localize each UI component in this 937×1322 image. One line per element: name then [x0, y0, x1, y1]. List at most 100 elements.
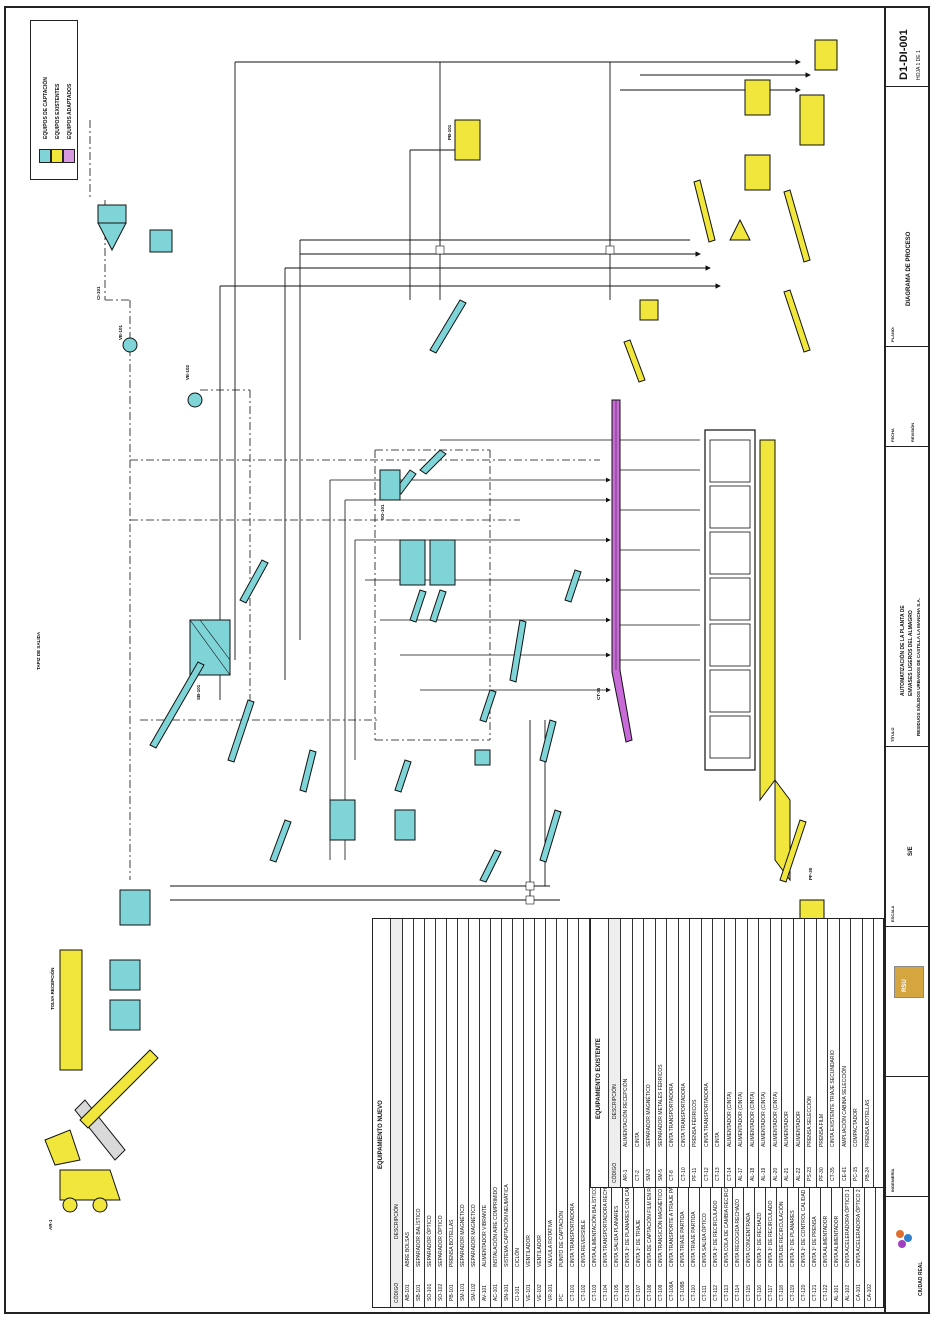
new-equipment-code: CT-117 [768, 1284, 774, 1301]
new-equipment-row: VE-101 VENTILADOR [524, 919, 535, 1307]
new-equipment-code: PB-101 [449, 1284, 455, 1301]
new-equipment-code: AV-101 [482, 1284, 488, 1301]
existing-equipment-description: CINTA EXISTENTE TRIAJE SECUNDARIO [830, 1050, 836, 1147]
existing-equipment-code: PF-30 [818, 1167, 825, 1181]
new-equipment-code: CT-107 [636, 1284, 642, 1301]
new-equipment-code: CT-106 [625, 1284, 631, 1301]
existing-equipment-header-code: CÓDIGO [612, 1162, 618, 1183]
new-equipment-description: CINTA SALIDA PLANARES [614, 1205, 620, 1267]
existing-equipment-description: PRENSA SELECCIÓN [807, 1096, 813, 1147]
new-equipment-code: CT-115 [746, 1284, 752, 1301]
fecha-label: FECHA [890, 428, 895, 442]
new-equipment-code: CT-103 [592, 1284, 598, 1301]
existing-equipment-code: AL-20 [772, 1167, 779, 1181]
tag-optical: SO-101 [380, 504, 385, 520]
new-equipment-description: VENTILADOR [526, 1235, 532, 1267]
new-equipment-code: SO-101 [427, 1283, 433, 1301]
new-equipment-code: CT-111 [702, 1285, 708, 1301]
new-equipment-description: PRENSA BOTELLAS [449, 1219, 455, 1267]
new-equipment-description: CINTA TRIAJE PARTIDA [691, 1211, 697, 1267]
existing-equipment-header-col: CÓDIGO DESCRIPCIÓN [609, 919, 621, 1187]
title-block: D1-DI-001 HOJA 1 DE 1 DIAGRAMA DE PROCES… [884, 6, 930, 1314]
tag-fan1: VE-101 [118, 324, 123, 340]
new-equipment-description: CINTA 1º DE PRENSA [812, 1216, 818, 1267]
storage-bunkers [704, 429, 791, 882]
titulo-line-1: AUTOMATIZACIÓN DE LA PLANTA DE [900, 605, 906, 696]
existing-equipment-description: ALIMENTADOR (CINTA) [761, 1091, 767, 1147]
new-equipment-code: VR-101 [548, 1284, 554, 1301]
new-equipment-code: SO-102 [438, 1283, 444, 1301]
existing-equipment-title-col: EQUIPAMIENTO EXISTENTE [591, 919, 609, 1187]
new-equipment-code: CT-109 [658, 1284, 664, 1301]
titulo-line-3: RESIDUOS SÓLIDOS URBANOS DE CASTILLA LA … [916, 597, 921, 736]
tb-partner-logo-cell: RSU [886, 926, 930, 1077]
existing-equipment-description: CINTA [634, 1132, 641, 1147]
new-equipment-code: CT-110 [691, 1284, 697, 1301]
existing-equipment-code: CT-14 [726, 1167, 733, 1181]
new-equipment-code: CT-119 [790, 1284, 796, 1301]
existing-equipment-description: ALIMENTADOR [795, 1111, 802, 1147]
new-equipment-description: CINTA CONCENTRADA [746, 1212, 752, 1267]
plano-value: DIAGRAMA DE PROCESO [906, 231, 912, 306]
new-equipment-description: CINTA TRIAJE PARTIDA [680, 1211, 686, 1267]
legend-swatch-violet [63, 149, 75, 163]
new-equipment-code: CT-114 [735, 1284, 741, 1301]
existing-equipment-title: EQUIPAMIENTO EXISTENTE [596, 1038, 602, 1119]
new-equipment-description: CINTA 1º DE RECHAZO [757, 1212, 763, 1267]
new-equipment-description: CINTA 1º DE RECIRCULADO [713, 1200, 719, 1267]
existing-equipment-code: CT-13 [715, 1167, 721, 1181]
new-equipment-description: CINTA REVERSIBLE [581, 1219, 587, 1267]
new-equipment-description: CINTA TRANSPORTADORA [570, 1203, 576, 1267]
new-equipment-code: CT-112 [713, 1284, 719, 1301]
new-equipment-code: CT-104 [603, 1284, 609, 1301]
new-equipment-description: SEPARADOR MAGNÉTICO [471, 1204, 477, 1267]
new-equipment-description: CINTA ACELERADORA ÓPTICO 1 [845, 1189, 851, 1267]
new-equipment-code: CT-105 [614, 1284, 620, 1301]
valve-markers [435, 245, 615, 905]
tag-press-bottles: PB-101 [447, 124, 452, 140]
new-equipment-row: SB-101 SEPARADOR BALÍSTICO [414, 919, 425, 1307]
tag-fan2: VE-102 [185, 364, 190, 380]
new-equipment-code: CT-116 [757, 1284, 763, 1301]
new-equipment-description: CINTA ALIMENTACIÓN BALÍSTICO [592, 1186, 598, 1267]
new-equipment-code: CT-121 [812, 1284, 818, 1301]
drawing-frame [4, 6, 930, 1314]
new-equipment-description: ABRE BOLSAS [405, 1231, 411, 1267]
new-equipment-row: PB-101 PRENSA BOTELLAS [447, 919, 458, 1307]
client-logo [894, 1226, 914, 1254]
new-equipment-code: VE-101 [526, 1284, 532, 1301]
new-equipment-code: AL-102 [845, 1284, 851, 1301]
tb-client-logo-cell: CIUDAD REAL [886, 1196, 930, 1312]
existing-equipment-code: PB-24 [864, 1167, 871, 1181]
existing-equipment-code: CT-2 [634, 1170, 641, 1181]
new-equipment-code: AC-101 [493, 1284, 499, 1301]
new-equipment-code: CT-122 [823, 1284, 829, 1301]
new-equipment-title-col: EQUIPAMIENTO NUEVO [373, 919, 391, 1307]
new-equipment-description: CINTA SALIDA ÓPTICO [702, 1213, 708, 1267]
existing-equipment-description: ALIMENTADOR (CINTA) [738, 1091, 744, 1147]
new-equipment-description: SEPARADOR BALÍSTICO [416, 1208, 422, 1267]
existing-equipment-description: CINTA TRANSPORTADORA [703, 1083, 710, 1147]
new-equipment-code: SB-101 [416, 1284, 422, 1301]
legend-swatch-yellow [51, 149, 63, 163]
flow-lines [170, 59, 811, 901]
tag-ballistic: SB-101 [196, 684, 201, 700]
partner-logo [894, 966, 924, 998]
